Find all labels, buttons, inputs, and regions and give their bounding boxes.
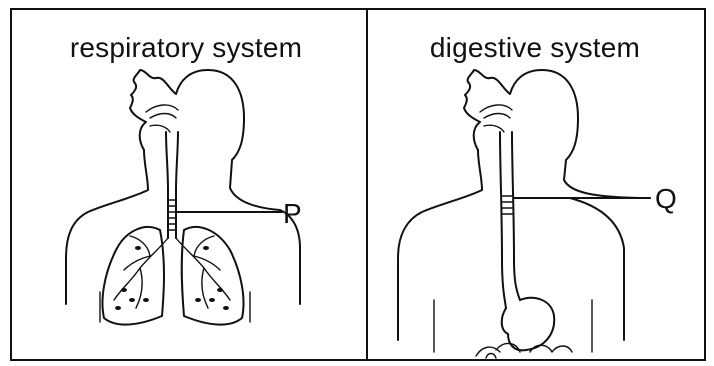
- right-right-shoulder: [570, 198, 624, 340]
- left-neck-back: [66, 150, 148, 304]
- left-nasal-cavity: [146, 105, 178, 132]
- digestive-figure: [398, 70, 650, 358]
- right-head-outline: [464, 70, 650, 198]
- left-trachea: [166, 132, 178, 238]
- right-neck-back: [398, 150, 482, 340]
- right-esophagus: [500, 132, 520, 308]
- left-head-outline: [130, 70, 280, 210]
- label-q: Q: [655, 185, 677, 213]
- right-stomach: [502, 298, 554, 351]
- label-p: P: [283, 200, 302, 228]
- left-bronchi: [114, 236, 230, 308]
- left-lung-right: [182, 227, 244, 325]
- right-nasal-cavity: [480, 105, 512, 132]
- left-trachea-rings: [168, 200, 176, 230]
- respiratory-figure: [66, 70, 300, 325]
- right-esophagus-rings: [502, 196, 512, 214]
